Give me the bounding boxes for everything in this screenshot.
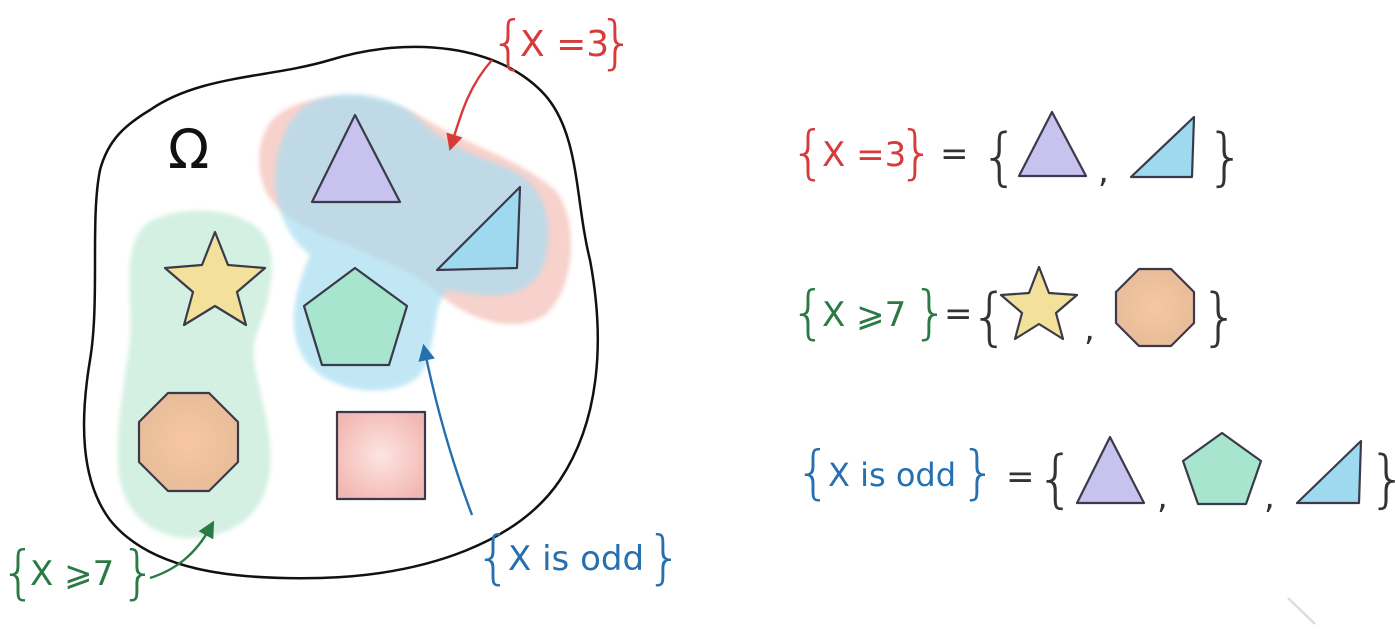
- eq3-lhs-close-brace: }: [960, 438, 997, 506]
- label-x-ge-7-text: X ⩾7: [30, 554, 114, 594]
- label-x-ge-7-open-brace: {: [0, 538, 37, 606]
- eq1-rhs-open-brace: {: [980, 120, 1019, 193]
- label-x-eq-3-open-brace: {: [490, 8, 527, 76]
- eq3-pentagon-shape: [1181, 431, 1263, 506]
- eq3-rhs-open-brace: {: [1036, 442, 1075, 515]
- arrow-x-ge-7: [149, 520, 215, 580]
- triangle-shape: [310, 113, 402, 204]
- omega-symbol: Ω: [168, 118, 209, 181]
- eq1-equals: =: [940, 134, 969, 174]
- equation-x-ge-7: { X ⩾7 } = { , }: [790, 265, 1239, 353]
- right-triangle-shape: [435, 185, 522, 272]
- eq2-equals: =: [944, 294, 973, 334]
- pentagon-shape: [302, 266, 409, 367]
- label-x-ge-7-close-brace: }: [120, 538, 157, 606]
- arrow-x-is-odd: [418, 343, 474, 516]
- eq1-right-triangle-shape: [1129, 115, 1196, 179]
- label-x-eq-3-text: X =3: [520, 24, 609, 65]
- eq2-octagon-shape: [1114, 267, 1196, 348]
- label-x-ge-7-callout: { X ⩾7 }: [0, 520, 215, 606]
- eq1-triangle-shape: [1017, 110, 1088, 178]
- eq3-separator-1: ,: [1157, 477, 1168, 517]
- label-x-is-odd-close-brace: }: [646, 523, 683, 591]
- eq3-equals: =: [1006, 457, 1035, 497]
- eq1-separator: ,: [1098, 151, 1109, 191]
- label-x-is-odd-callout: { X is odd }: [418, 343, 683, 591]
- eq2-lhs-open-brace: {: [790, 278, 827, 346]
- equation-x-eq-3: { X =3 } = { , }: [790, 110, 1245, 193]
- stray-pen-mark: [1287, 597, 1316, 625]
- label-x-is-odd-open-brace: {: [475, 523, 512, 591]
- eq3-rhs-close-brace: }: [1368, 442, 1395, 515]
- arrow-x-eq-3: [446, 59, 493, 152]
- label-x-eq-3-callout: { X =3 }: [446, 8, 635, 152]
- eq1-lhs-close-brace: }: [898, 118, 935, 186]
- eq1-lhs-label: X =3: [822, 135, 906, 175]
- sample-space-diagram: Ω: [82, 45, 599, 580]
- label-x-is-odd-text: X is odd: [508, 539, 644, 579]
- label-x-eq-3-close-brace: }: [598, 8, 635, 76]
- star-shape: [163, 230, 267, 327]
- eq3-separator-2: ,: [1264, 477, 1275, 517]
- eq2-lhs-label: X ⩾7: [822, 295, 906, 335]
- eq2-star-shape: [999, 265, 1079, 341]
- eq2-rhs-open-brace: {: [970, 280, 1009, 353]
- eq2-separator: ,: [1084, 309, 1095, 349]
- eq2-lhs-close-brace: }: [912, 278, 949, 346]
- eq1-rhs-close-brace: }: [1206, 120, 1245, 193]
- octagon-shape: [137, 391, 240, 493]
- eq3-lhs-label: X is odd: [828, 456, 956, 494]
- equation-x-is-odd: { X is odd } = { , , }: [795, 431, 1395, 517]
- sample-space-outline: [82, 45, 599, 580]
- square-shape: [335, 410, 427, 501]
- eq3-right-triangle-shape: [1295, 439, 1363, 505]
- eq3-lhs-open-brace: {: [795, 438, 832, 506]
- eq3-triangle-shape: [1075, 435, 1146, 505]
- eq1-lhs-open-brace: {: [790, 118, 827, 186]
- eq2-rhs-close-brace: }: [1200, 280, 1239, 353]
